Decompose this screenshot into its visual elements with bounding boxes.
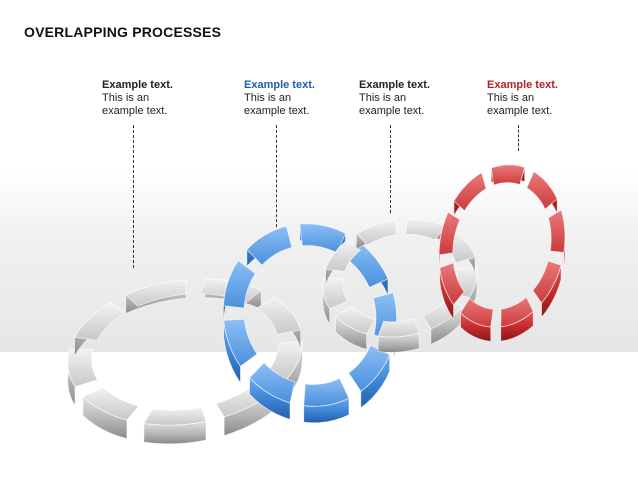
- leader-line-4: [518, 125, 519, 151]
- ring-2-segment-face: [303, 377, 350, 407]
- ring-1-segment-face: [125, 279, 187, 307]
- ring-3-segment-face: [377, 318, 420, 338]
- ring-3-segment-face: [325, 239, 362, 272]
- leader-line-2: [276, 125, 277, 237]
- label-4-heading: Example text.: [487, 79, 558, 91]
- leader-line-1: [133, 125, 134, 268]
- label-4-body: This is an example text.: [487, 92, 553, 117]
- label-1: Example text. This is an example text.: [102, 79, 182, 118]
- ring-3-segment-face: [334, 306, 376, 335]
- ring-4-segment-face: [438, 211, 461, 256]
- ring-4-segment-face: [532, 260, 562, 304]
- ring-4-segment-face: [453, 172, 487, 212]
- ring-2-segment-face: [223, 318, 258, 367]
- label-2: Example text. This is an example text.: [244, 79, 324, 118]
- ring-2-segment-face: [249, 362, 296, 404]
- ring-2-segment-face: [348, 344, 391, 392]
- label-4: Example text. This is an example text.: [487, 79, 567, 118]
- leader-line-3: [390, 125, 391, 213]
- ring-1-segment-face: [143, 406, 207, 426]
- ring-1: [67, 278, 303, 445]
- label-3-body: This is an example text.: [359, 92, 425, 117]
- ring-4-segment-face: [439, 262, 465, 306]
- ring-3-segment-face: [322, 278, 349, 310]
- ring-2-segment-face: [246, 225, 293, 266]
- ring-2-segment-face: [222, 259, 256, 309]
- ring-4: [438, 164, 566, 342]
- ring-4-segment-face: [526, 171, 558, 210]
- label-1-heading: Example text.: [102, 79, 173, 91]
- ring-2: [222, 223, 398, 424]
- ring-1-segment-face: [67, 348, 98, 388]
- ring-1-segment-face: [82, 387, 140, 421]
- label-2-body: This is an example text.: [244, 92, 310, 117]
- label-1-body: This is an example text.: [102, 92, 168, 117]
- ring-3-segment-face: [405, 218, 447, 241]
- label-3: Example text. This is an example text.: [359, 79, 439, 118]
- ring-3-segment-face: [355, 219, 397, 246]
- ring-4-segment-face: [460, 297, 494, 328]
- page-title: OVERLAPPING PROCESSES: [24, 24, 222, 40]
- ring-4-segment-face: [490, 164, 526, 186]
- label-3-heading: Example text.: [359, 79, 430, 91]
- label-2-heading: Example text.: [244, 79, 315, 91]
- ring-1-segment-face: [73, 302, 127, 341]
- ring-4-segment-face: [547, 209, 566, 253]
- ring-4-segment-face: [500, 296, 534, 328]
- ring-1-segment-face: [255, 296, 302, 335]
